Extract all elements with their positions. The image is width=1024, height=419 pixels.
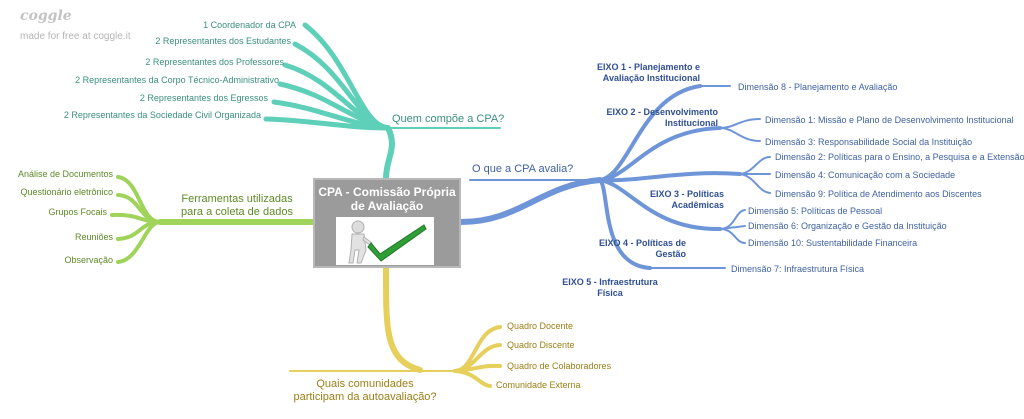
composition-item-3[interactable]: 2 Representantes dos Professores — [145, 57, 284, 67]
axis-3-dimension-3[interactable]: Dimensão 9: Política de Atendimento aos … — [775, 189, 982, 199]
axis-2-dimension-1[interactable]: Dimensão 1: Missão e Plano de Desenvolvi… — [765, 115, 1014, 125]
axis-4-dimension-1[interactable]: Dimensão 5: Políticas de Pessoal — [748, 206, 883, 216]
communities-item-3[interactable]: Quadro de Colaboradores — [507, 361, 612, 371]
person-figure-icon — [348, 220, 373, 264]
axis-3-dimension-1[interactable]: Dimensão 2: Políticas para o Ensino, a P… — [775, 152, 1024, 162]
composition-item-4[interactable]: 2 Representantes da Corpo Técnico-Admini… — [75, 75, 279, 85]
communities-item-4[interactable]: Comunidade Externa — [496, 380, 581, 390]
composition-item-5[interactable]: 2 Representantes dos Egressos — [139, 93, 268, 103]
central-title: CPA - Comissão Própria de Avaliação — [318, 185, 456, 213]
axis-4-label[interactable]: EIXO 4 - Políticas de Gestão — [598, 238, 686, 259]
composition-item-2[interactable]: 2 Representantes dos Estudantes — [155, 36, 291, 46]
axis-4-dimension-2[interactable]: Dimensão 6: Organização e Gestão da Inst… — [748, 221, 947, 231]
tools-label[interactable]: Ferramentas utilizadas para a coleta de … — [181, 193, 293, 218]
checkmark-icon — [367, 224, 427, 262]
evaluates-connectors — [458, 84, 771, 270]
communities-connectors — [289, 265, 502, 388]
composition-item-1[interactable]: 1 Coordenador da CPA — [203, 20, 296, 30]
axis-3-dimension-2[interactable]: Dimensão 4: Comunicação com a Sociedade — [775, 170, 956, 180]
tools-item-2[interactable]: Questionário eletrônico — [20, 187, 113, 197]
axis-5-label[interactable]: EIXO 5 - Infraestrutura Física — [562, 277, 658, 298]
axis-3-label[interactable]: EIXO 3 - Políticas Acadêmicas — [649, 189, 724, 210]
tools-item-1[interactable]: Análise de Documentos — [17, 169, 113, 179]
tools-connectors — [110, 175, 316, 264]
communities-label[interactable]: Quais comunidades participam da autoaval… — [293, 378, 437, 403]
axis-1-dimension-1[interactable]: Dimensão 8 - Planejamento e Avaliação — [738, 82, 898, 92]
central-image — [336, 217, 434, 265]
tools-item-3[interactable]: Grupos Focais — [48, 207, 107, 217]
communities-item-1[interactable]: Quadro Docente — [507, 321, 574, 331]
composition-item-6[interactable]: 2 Representantes da Sociedade Civil Orga… — [63, 110, 261, 120]
axis-2-dimension-2[interactable]: Dimensão 3: Responsabilidade Social da I… — [765, 137, 973, 147]
central-node[interactable]: CPA - Comissão Própria de Avaliação — [313, 178, 461, 268]
evaluates-label[interactable]: O que a CPA avalia? — [472, 163, 574, 175]
coggle-logo[interactable]: coggle — [20, 8, 72, 24]
axis-1-label[interactable]: EIXO 1 - Planejamento e Avaliação Instit… — [596, 62, 700, 83]
axis-5-dimension-1[interactable]: Dimensão 7: Infraestrutura Física — [731, 264, 865, 274]
composition-connectors — [263, 22, 501, 181]
axis-4-dimension-3[interactable]: Dimensão 10: Sustentabilidade Financeira — [748, 238, 918, 248]
axis-2-label[interactable]: EIXO 2 - Desenvolvimento Institucional — [606, 107, 718, 128]
brand-tagline[interactable]: made for free at coggle.it — [20, 31, 131, 42]
communities-item-2[interactable]: Quadro Discente — [507, 340, 575, 350]
tools-item-5[interactable]: Observação — [64, 255, 113, 265]
tools-item-4[interactable]: Reuniões — [74, 232, 113, 242]
composition-label[interactable]: Quem compõe a CPA? — [392, 113, 505, 125]
